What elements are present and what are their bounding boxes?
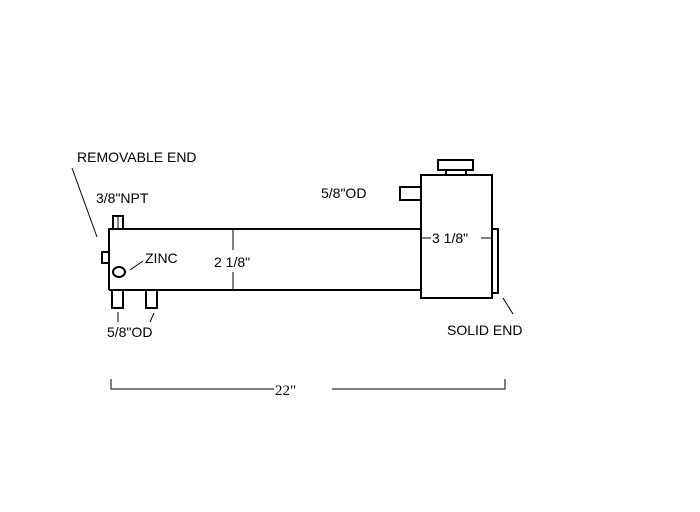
length-dim-line-left: [110, 379, 274, 390]
zinc-leader: [129, 260, 144, 271]
bottom-ports-label: 5/8"OD: [107, 324, 152, 340]
zinc-label: ZINC: [145, 250, 178, 266]
zinc-anode: [112, 266, 126, 278]
solid-end-leader: [502, 297, 514, 315]
solid-end-label: SOLID END: [447, 322, 522, 338]
bottom-port-leader-2: [149, 312, 155, 323]
bottom-port-2: [145, 289, 158, 309]
solid-end-plate: [491, 228, 499, 294]
shell-cap-neck: [445, 169, 467, 176]
top-port: [399, 186, 422, 201]
bottom-port-1: [111, 289, 124, 309]
length-dim-line-right: [332, 379, 506, 390]
overall-length-label: 22": [275, 383, 296, 399]
top-port-label: 5/8"OD: [321, 185, 366, 201]
tube-body: [108, 228, 421, 291]
shell-diameter-label: 3 1/8": [432, 230, 468, 246]
removable-end-leader: [71, 167, 98, 238]
tube-diameter-label: 2 1/8": [214, 254, 250, 270]
shell-cap: [437, 159, 474, 171]
removable-end-cap: [101, 251, 110, 264]
npt-label: 3/8"NPT: [96, 190, 149, 206]
removable-end-label: REMOVABLE END: [77, 149, 197, 165]
